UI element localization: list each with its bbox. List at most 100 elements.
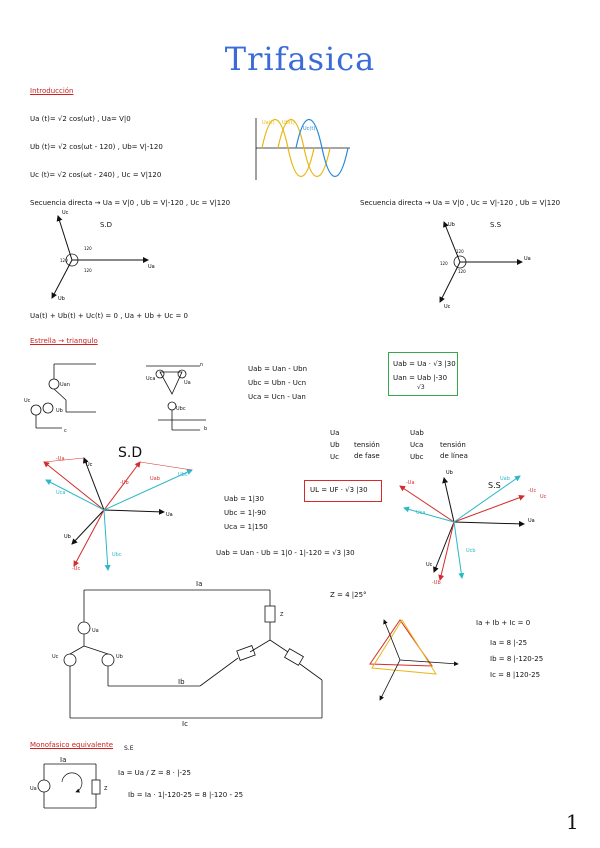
wave-label-b: Ub(t): [282, 120, 295, 126]
eq-uca: Uca = Ucn - Uan: [248, 393, 306, 401]
mono-eq-1: Ia = Ua / Z = 8 · |-25: [118, 769, 191, 777]
phasor-sd-tag: S.D: [118, 445, 143, 461]
ss-label-ua: Ua: [524, 256, 531, 262]
ss-lbl-6: Ucb: [466, 548, 476, 554]
star-label-ua: Uan: [60, 382, 70, 388]
node-n: n: [200, 362, 203, 368]
red-formula: UL = UF · √3 |30: [310, 486, 368, 494]
star-circuit: Uan Ub Uc: [24, 363, 96, 429]
monophase-heading: Monofasico equivalente: [30, 741, 114, 749]
phase-word: tensión de fase: [354, 441, 380, 460]
eq-uab: Uab = Uan - Ubn: [248, 365, 308, 373]
line-label-ca: Uca: [410, 441, 424, 449]
mono-eq-2: Ib = Ia · 1|-120-25 = 8 |-120 - 25: [128, 791, 244, 799]
mono-z: Z: [104, 786, 108, 792]
ss-label-uc: Uc: [444, 304, 451, 310]
sd-eq-3: Uca = 1|150: [224, 523, 268, 531]
current-ic: Ic: [182, 720, 188, 728]
intro-eq-b: Ub (t)= √2 cos(ωt - 120) , Ub= V|-120: [30, 143, 163, 151]
eq-ubc: Ubc = Ubn - Ucn: [248, 379, 307, 387]
three-phase-circuit: Ia Ib Ic Ua Ub Uc Z: [52, 580, 323, 728]
phasor-ss-tag: S.S: [488, 481, 501, 490]
phasor-line-ss: -Ua Ub Uca -Uc Uc Ua Ucb Uab -Ub Uc: [399, 470, 547, 586]
seq-inverse-tag: S.S: [490, 221, 502, 229]
current-phasor-triangle: [369, 619, 459, 701]
sd-lbl-4: Ubc: [178, 472, 188, 478]
page-number: 1: [566, 810, 579, 834]
tri-label-uc: Ua: [184, 380, 191, 386]
sd-angle-left: 120: [60, 258, 68, 263]
sd-lbl-3: -Ub: [120, 480, 129, 486]
mono-current: Ia: [60, 756, 66, 764]
ss-lbl-9: Uc: [426, 562, 433, 568]
ss-angle-top: 120: [456, 249, 464, 254]
phase-label-a: Ua: [330, 429, 340, 437]
sd-lbl-9: Ubc: [112, 552, 122, 558]
long-eq: Uab = Uan - Ub = 1|0 - 1|-120 = √3 |30: [216, 549, 355, 557]
intro-eq-c: Uc (t)= √2 cos(ωt - 240) , Uc = V|120: [30, 171, 162, 179]
monophase-sub: S.E: [124, 745, 134, 752]
tri-label-ub: Ubc: [176, 406, 186, 412]
wave-label-a: Ua(t): [262, 120, 275, 126]
current-ib: Ib: [178, 678, 185, 686]
intro-heading: Introducción: [30, 87, 74, 95]
red-formula-box: UL = UF · √3 |30: [304, 480, 382, 502]
sd-angle-bottom: 120: [84, 268, 92, 273]
ss-lbl-3: -Uc: [528, 488, 536, 494]
phasor-diagram-ss: Ua Ub Uc 120 120 120: [439, 221, 531, 310]
z-label: Z: [280, 612, 284, 618]
ib-value: Ib = 8 |-120-25: [490, 655, 544, 663]
ss-lbl-7: Uab: [500, 476, 510, 482]
phase-label-c: Uc: [330, 453, 339, 461]
ic-value: Ic = 8 |120-25: [490, 671, 541, 679]
waveform-plot: Ua(t) Ub(t) Uc(t): [255, 118, 350, 180]
sd-eq-2: Ubc = 1|-90: [224, 509, 266, 517]
tri-label-ua: Uca: [146, 376, 155, 382]
line-label-bc: Ubc: [410, 453, 424, 461]
ia-value: Ia = 8 |-25: [490, 639, 528, 647]
sd-angle-top: 120: [84, 246, 92, 251]
z-value: Z = 4 |25°: [330, 591, 367, 599]
ss-lbl-0: -Ua: [406, 480, 415, 486]
ss-lbl-4: Uc: [540, 494, 547, 500]
green-formula-1: Uab = Ua · √3 |30: [393, 360, 456, 368]
wave-label-c: Uc(t): [303, 126, 315, 132]
source-uc: Uc: [52, 654, 59, 660]
sd-label-ua: Ua: [148, 264, 155, 270]
star-triangle-heading: Estrella → triangulo: [30, 337, 98, 345]
node-c: c: [64, 428, 67, 434]
green-formula-box: Uab = Ua · √3 |30 Uan = Uab |-30 √3: [388, 352, 458, 396]
phasor-diagram-sd: Ua Uc Ub 120 120 120: [51, 210, 155, 302]
monophase-circuit: Ia Ua Z: [30, 756, 108, 809]
line-label-ab: Uab: [410, 429, 424, 437]
sd-lbl-2: Uca: [56, 490, 65, 496]
green-formula-2: Uan = Uab |-30: [393, 374, 448, 382]
currents-sum: Ia + Ib + Ic = 0: [476, 619, 531, 627]
ss-lbl-8: -Ub: [432, 580, 441, 586]
current-ia: Ia: [196, 580, 202, 588]
line-word: tensión de línea: [440, 441, 468, 460]
source-ua: Ua: [92, 628, 99, 634]
star-label-ub: Ub: [56, 408, 63, 414]
phasor-sum-eq: Ua(t) + Ub(t) + Uc(t) = 0 , Ua + Ub + Uc…: [30, 312, 188, 320]
seq-direct-text: Secuencia directa → Ua = V|0 , Ub = V|-1…: [30, 199, 231, 207]
sd-lbl-1: Uc: [86, 462, 93, 468]
sd-eq-1: Uab = 1|30: [224, 495, 264, 503]
star-label-uc: Uc: [24, 398, 31, 404]
node-b: b: [204, 426, 207, 432]
ss-lbl-1: Ub: [446, 470, 453, 476]
intro-eq-a: Ua (t)= √2 cos(ωt) , Ua= V|0: [30, 115, 131, 123]
ss-lbl-2: Uca: [416, 510, 425, 516]
phase-label-b: Ub: [330, 441, 340, 449]
seq-direct-tag: S.D: [100, 221, 113, 229]
sd-lbl-8: -Uc: [72, 566, 80, 572]
seq-inverse-text: Secuencia directa → Ua = V|0 , Uc = V|-1…: [360, 199, 561, 207]
triangle-circuit: Uca Ubc Ua n b c: [64, 362, 207, 434]
mono-source: Ua: [30, 786, 37, 792]
sd-label-ub: Ub: [58, 296, 65, 302]
page-title: Trifasica: [224, 40, 376, 78]
sd-lbl-5: Ua: [166, 512, 173, 518]
sd-lbl-0: -Ua: [56, 456, 65, 462]
ss-angle-bottom: 120: [458, 269, 466, 274]
